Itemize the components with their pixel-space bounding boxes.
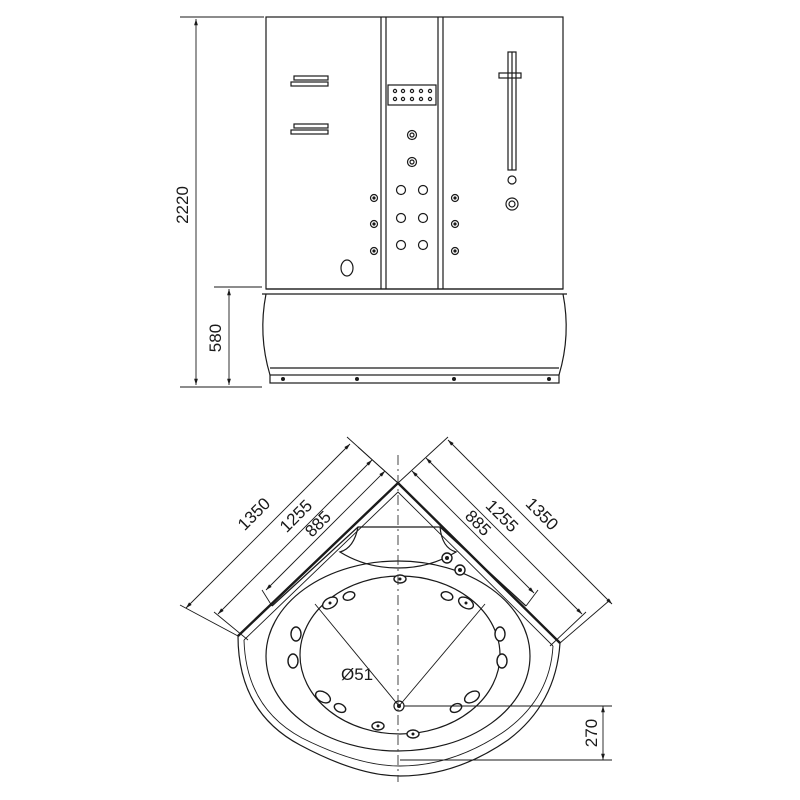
dim-base-height: 580 (206, 324, 225, 352)
center-column (380, 17, 444, 289)
shower-rail (498, 51, 522, 211)
front-view: 2220 580 (173, 16, 567, 388)
side-jets-left (369, 193, 379, 256)
center-jets (395, 129, 429, 251)
shelf-lower (290, 123, 329, 135)
top-view: 1350 1255 885 1350 1255 885 Ø51 270 (179, 436, 613, 782)
dim-drain-offset: 270 (582, 719, 601, 747)
bathtub-base (262, 288, 567, 384)
rain-shower-panel (387, 84, 437, 106)
shelf-upper (290, 75, 329, 87)
dim-outer-right: 1350 (522, 494, 562, 534)
cabin-outline (265, 16, 564, 290)
dim-outer-left: 1350 (234, 494, 274, 534)
side-jets-right (450, 193, 460, 256)
dim-drain-diameter: Ø51 (341, 665, 373, 684)
control-knob (340, 259, 354, 277)
dim-total-height: 2220 (173, 186, 192, 224)
front-dimensions: 2220 580 (173, 16, 264, 388)
